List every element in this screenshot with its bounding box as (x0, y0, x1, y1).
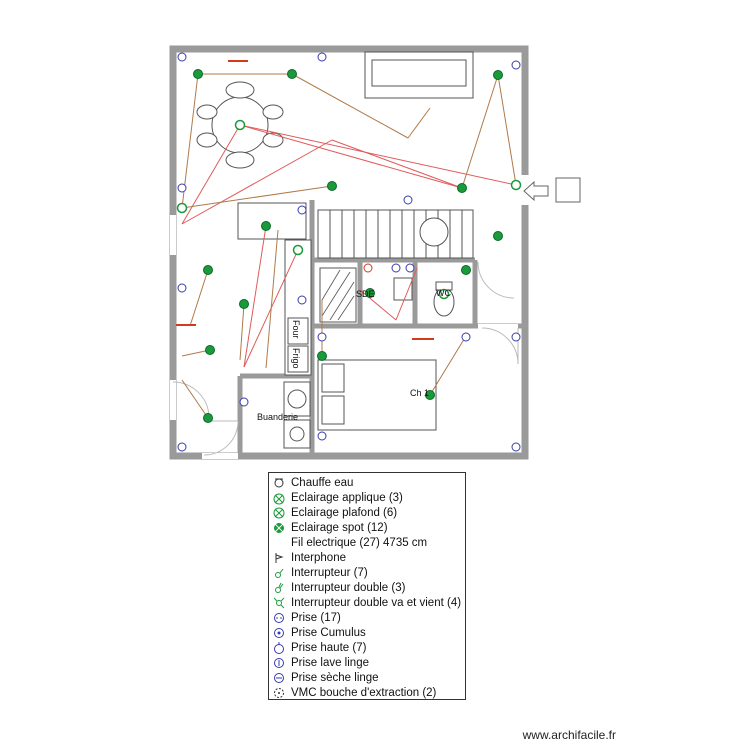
socket-icon (297, 295, 307, 305)
spot-light-icon (327, 181, 337, 191)
legend-item: Prise sèche linge (272, 670, 379, 685)
legend-label: Fil electrique (27) 4735 cm (291, 536, 428, 549)
spot-lights (193, 69, 503, 423)
socket-icon (511, 60, 521, 70)
socket-icon (317, 332, 327, 342)
socket-icon (317, 52, 327, 62)
socket-icon (511, 442, 521, 452)
high-socket-icon (272, 641, 286, 655)
legend-label: Prise Cumulus (291, 626, 366, 639)
legend-label: Eclairage plafond (6) (291, 506, 398, 519)
room-label-wc: WC (436, 288, 451, 298)
legend-item: Eclairage spot (12) (272, 520, 388, 535)
legend-item: VMC bouche d'extraction (2) (272, 685, 436, 700)
legend-item: Fil electrique (27) 4735 cm (272, 535, 427, 550)
socket-icon (461, 332, 471, 342)
spot-light-icon (493, 70, 503, 80)
socket-icon (297, 205, 307, 215)
socket-icon (239, 397, 249, 407)
spot-light-icon (193, 69, 203, 79)
spot-light-icon (239, 299, 249, 309)
legend-label: Prise haute (7) (291, 641, 367, 654)
legend-label: Eclairage applique (3) (291, 491, 403, 504)
intercom-icon (272, 551, 286, 565)
spot-light-icon (203, 413, 213, 423)
legend-item: Interrupteur double (3) (272, 580, 405, 595)
socket-icon (391, 263, 401, 273)
cumulus-socket-icon (272, 626, 286, 640)
spot-light-icon (461, 265, 471, 275)
spot-light-icon (272, 521, 286, 535)
legend-item: Eclairage applique (3) (272, 490, 403, 505)
spot-light-icon (317, 351, 327, 361)
legend-label: Interrupteur double (3) (291, 581, 406, 594)
double-switch-icon (272, 581, 286, 595)
switch-icon (272, 566, 286, 580)
furniture (196, 51, 474, 449)
legend-item: Prise lave linge (272, 655, 369, 670)
legend-label: Chauffe eau (291, 476, 354, 489)
room-label-ch1: Ch 1 (410, 388, 429, 398)
legend-label: Prise sèche linge (291, 671, 379, 684)
ceiling-light-icon (234, 119, 246, 131)
ceiling-light-icon (272, 506, 286, 520)
entry-arrow-icon (523, 177, 581, 203)
legend-item: Prise Cumulus (272, 625, 366, 640)
legend-label: VMC bouche d'extraction (2) (291, 686, 437, 699)
socket-icon (177, 183, 187, 193)
vmc-icon (272, 686, 286, 700)
spot-light-icon (205, 345, 215, 355)
ceiling-light-icon (292, 244, 304, 256)
legend-item: Interrupteur double va et vient (4) (272, 595, 461, 610)
legend: Chauffe eau Eclairage applique (3) Eclai… (268, 472, 466, 700)
legend-item: Interrupteur (7) (272, 565, 368, 580)
spot-light-icon (493, 231, 503, 241)
room-label-frigo: Frigo (291, 348, 301, 369)
washer-socket-icon (272, 656, 286, 670)
ceiling-light-icon (510, 179, 522, 191)
socket-icon (405, 263, 415, 273)
socket-icon (177, 283, 187, 293)
spot-light-icon (261, 221, 271, 231)
dryer-socket-icon (272, 671, 286, 685)
room-label-four: Four (291, 320, 301, 339)
socket-icon (177, 442, 187, 452)
socket-icon (403, 195, 413, 205)
two-way-switch-icon (272, 596, 286, 610)
legend-item: Chauffe eau (272, 475, 353, 490)
spot-light-icon (203, 265, 213, 275)
legend-label: Interrupteur (7) (291, 566, 368, 579)
footer-link[interactable]: www.archifacile.fr (522, 728, 616, 742)
wall-light-icon (272, 491, 286, 505)
socket-icon (511, 332, 521, 342)
shower-hatch (321, 269, 355, 321)
ceiling-light-icon (438, 288, 450, 300)
water-heater-icon (272, 476, 286, 490)
room-label-sde: SDE (356, 289, 375, 299)
legend-label: Prise (17) (291, 611, 341, 624)
ceiling-light-icon (176, 202, 188, 214)
ceiling-lights (176, 119, 522, 300)
legend-item: Prise (17) (272, 610, 341, 625)
socket-icon (177, 52, 187, 62)
legend-item: Eclairage plafond (6) (272, 505, 397, 520)
spot-light-icon (287, 69, 297, 79)
room-label-buanderie: Buanderie (257, 412, 298, 422)
legend-label: Eclairage spot (12) (291, 521, 388, 534)
legend-label: Interrupteur double va et vient (4) (291, 596, 462, 609)
legend-item: Prise haute (7) (272, 640, 366, 655)
sockets (177, 52, 521, 452)
spot-light-icon (457, 183, 467, 193)
socket-icon (317, 431, 327, 441)
spot-light-icon (425, 390, 435, 400)
legend-label: Prise lave linge (291, 656, 369, 669)
wire-icon (272, 536, 286, 550)
legend-label: Interphone (291, 551, 346, 564)
spot-light-icon (365, 288, 375, 298)
wires-brown (181, 73, 517, 419)
socket-icon (272, 611, 286, 625)
legend-item: Interphone (272, 550, 346, 565)
small-red-labels (176, 60, 434, 340)
